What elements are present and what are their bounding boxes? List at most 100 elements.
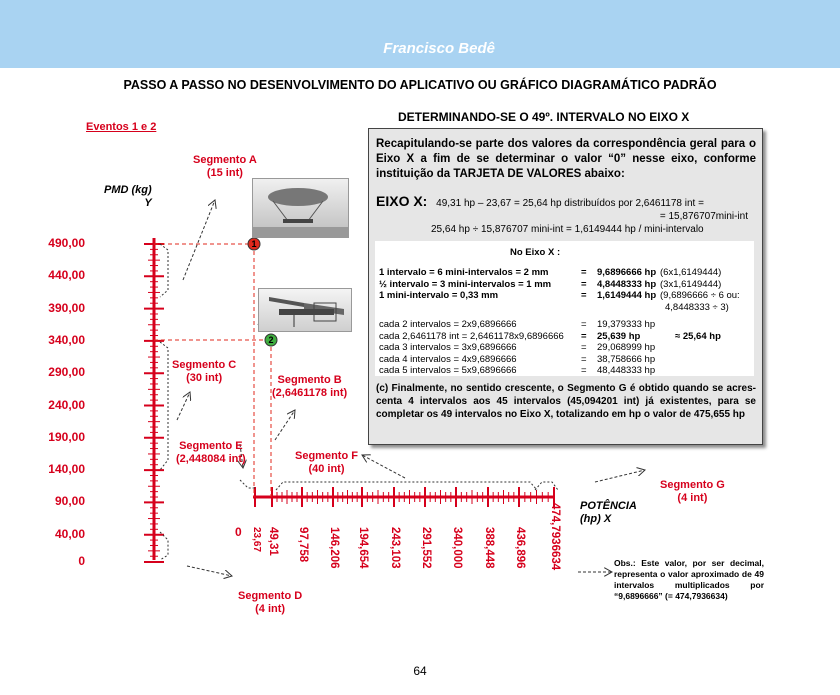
table-cell: ≈ 25,64 hp <box>675 331 721 342</box>
segment-a-label: Segmento A (15 int) <box>193 154 257 180</box>
y-segment-brackets <box>160 244 168 560</box>
x-tick-label: 194,654 <box>357 527 369 569</box>
y-axis-title-line2: Y <box>104 197 152 210</box>
y-axis-title-line1: PMD (kg) <box>104 184 152 197</box>
x-tick-label: 23,67 <box>251 527 262 552</box>
biplane-icon <box>259 289 351 331</box>
table-cell: (6x1,6149444) <box>660 267 721 278</box>
eixo-x-block: EIXO X: 49,31 hp – 23,67 = 25,64 hp dist… <box>376 195 756 236</box>
segment-c-detail: (30 int) <box>172 372 236 385</box>
page-number: 64 <box>0 664 840 678</box>
segment-e-detail: (2,448084 int) <box>176 453 246 466</box>
table-cell: cada 2 intervalos = 2x9,6896666 <box>379 319 517 330</box>
table-cell: 25,639 hp <box>597 331 640 342</box>
table-cell: = <box>581 267 587 278</box>
y-tick-label: 440,00 <box>15 268 85 282</box>
x-tick-label: 97,758 <box>297 527 309 562</box>
y-tick-label: 140,00 <box>15 462 85 476</box>
obs-note: Obs.: Este valor, por ser decimal, repre… <box>614 558 764 602</box>
x-axis <box>253 487 555 507</box>
y-tick-label: 0 <box>15 554 85 568</box>
table-cell: 9,6896666 hp <box>597 267 656 278</box>
segment-f-name: Segmento F <box>295 450 358 463</box>
segment-f-detail: (40 int) <box>295 463 358 476</box>
segment-f-label: Segmento F (40 int) <box>295 450 358 476</box>
y-tick-label: 240,00 <box>15 398 85 412</box>
segment-d-label: Segmento D (4 int) <box>238 590 302 616</box>
table-cell: = <box>581 331 587 342</box>
x-axis-title-line2: (hp) X <box>580 513 637 526</box>
point-2-label: 2 <box>267 334 275 347</box>
segment-d-name: Segmento D <box>238 590 302 603</box>
finally-text: (c) Finalmente, no sentido crescente, o … <box>376 382 756 421</box>
table-cell: 4,8448333 hp <box>597 279 656 290</box>
table-cell: = <box>581 319 587 330</box>
eixo-x-label: EIXO X: <box>376 193 427 209</box>
table-cell: cada 2,6461178 int = 2,6461178x9,6896666 <box>379 331 564 342</box>
table-cell: (9,6896666 ÷ 6 ou: <box>660 290 740 301</box>
segment-g-detail: (4 int) <box>660 492 725 505</box>
segment-e-name: Segmento E <box>176 440 246 453</box>
no-eixo-heading: No Eixo X : <box>510 247 560 258</box>
table-cell: 1,6149444 hp <box>597 290 656 301</box>
segment-c-name: Segmento C <box>172 359 236 372</box>
segment-c-label: Segmento C (30 int) <box>172 359 236 385</box>
point-1-label: 1 <box>250 238 258 251</box>
segment-e-label: Segmento E (2,448084 int) <box>176 440 246 466</box>
table-cell: 29,068999 hp <box>597 342 655 353</box>
table-cell: 1 intervalo = 6 mini-intervalos = 2 mm <box>379 267 548 278</box>
x-tick-label: 291,552 <box>420 527 432 569</box>
table-cell: 19,379333 hp <box>597 319 655 330</box>
eixo-x-line2: = 15,876707mini-int <box>376 210 748 223</box>
segment-b-label: Segmento B (2,6461178 int) <box>272 374 347 400</box>
recap-text: Recapitulando-se parte dos valores da co… <box>376 137 756 182</box>
x-tick-label: 243,103 <box>389 527 401 569</box>
y-tick-label: 190,00 <box>15 430 85 444</box>
segment-a-name: Segmento A <box>193 154 257 167</box>
table-cell: 48,448333 hp <box>597 365 655 376</box>
eixo-x-line1: 49,31 hp – 23,67 = 25,64 hp distribuídos… <box>436 198 704 209</box>
x-tick-label: 49,31 <box>267 527 279 556</box>
table-cell: cada 5 intervalos = 5x9,6896666 <box>379 365 517 376</box>
table-cell: cada 3 intervalos = 3x9,6896666 <box>379 342 517 353</box>
segment-d-detail: (4 int) <box>238 603 302 616</box>
y-tick-label: 490,00 <box>15 236 85 250</box>
x-axis-title: POTÊNCIA (hp) X <box>580 500 637 526</box>
y-tick-label: 90,00 <box>15 494 85 508</box>
segment-g-name: Segmento G <box>660 479 725 492</box>
airship-icon <box>253 179 348 237</box>
y-tick-label: 340,00 <box>15 333 85 347</box>
table-cell: = <box>581 354 587 365</box>
eixo-x-line3: 25,64 hp ÷ 15,876707 mini-int = 1,614944… <box>431 223 756 236</box>
segment-b-detail: (2,6461178 int) <box>272 387 347 400</box>
table-cell: 1 mini-intervalo = 0,33 mm <box>379 290 498 301</box>
table-cell: ½ intervalo = 3 mini-intervalos = 1 mm <box>379 279 551 290</box>
table-cell: 4,8448333 ÷ 3) <box>665 302 729 313</box>
x-tick-label: 436,896 <box>514 527 526 569</box>
table-cell: = <box>581 279 587 290</box>
table-cell: = <box>581 342 587 353</box>
table-cell: (3x1,6149444) <box>660 279 721 290</box>
x-tick-label: 474,7936634 <box>549 503 561 570</box>
segment-b-name: Segmento B <box>272 374 347 387</box>
x-tick-label: 340,000 <box>451 527 463 569</box>
x-tick-label: 146,206 <box>328 527 340 569</box>
y-axis-title: PMD (kg) Y <box>104 184 152 210</box>
table-cell: cada 4 intervalos = 4x9,6896666 <box>379 354 517 365</box>
table-cell: = <box>581 365 587 376</box>
table-cell: = <box>581 290 587 301</box>
airship-photo <box>252 178 349 238</box>
y-tick-label: 390,00 <box>15 301 85 315</box>
x-segment-brackets <box>240 480 558 490</box>
x-axis-title-line1: POTÊNCIA <box>580 500 637 513</box>
y-axis <box>144 238 164 562</box>
y-tick-label: 290,00 <box>15 365 85 379</box>
segment-g-label: Segmento G (4 int) <box>660 479 725 505</box>
recap-box: Recapitulando-se parte dos valores da co… <box>368 128 763 445</box>
biplane-photo <box>258 288 352 332</box>
values-table: No Eixo X : 1 intervalo = 6 mini-interva… <box>375 241 754 376</box>
x-tick-label: 388,448 <box>483 527 495 569</box>
x-tick-label: 0 <box>235 526 242 539</box>
segment-a-detail: (15 int) <box>193 167 257 180</box>
table-cell: 38,758666 hp <box>597 354 655 365</box>
